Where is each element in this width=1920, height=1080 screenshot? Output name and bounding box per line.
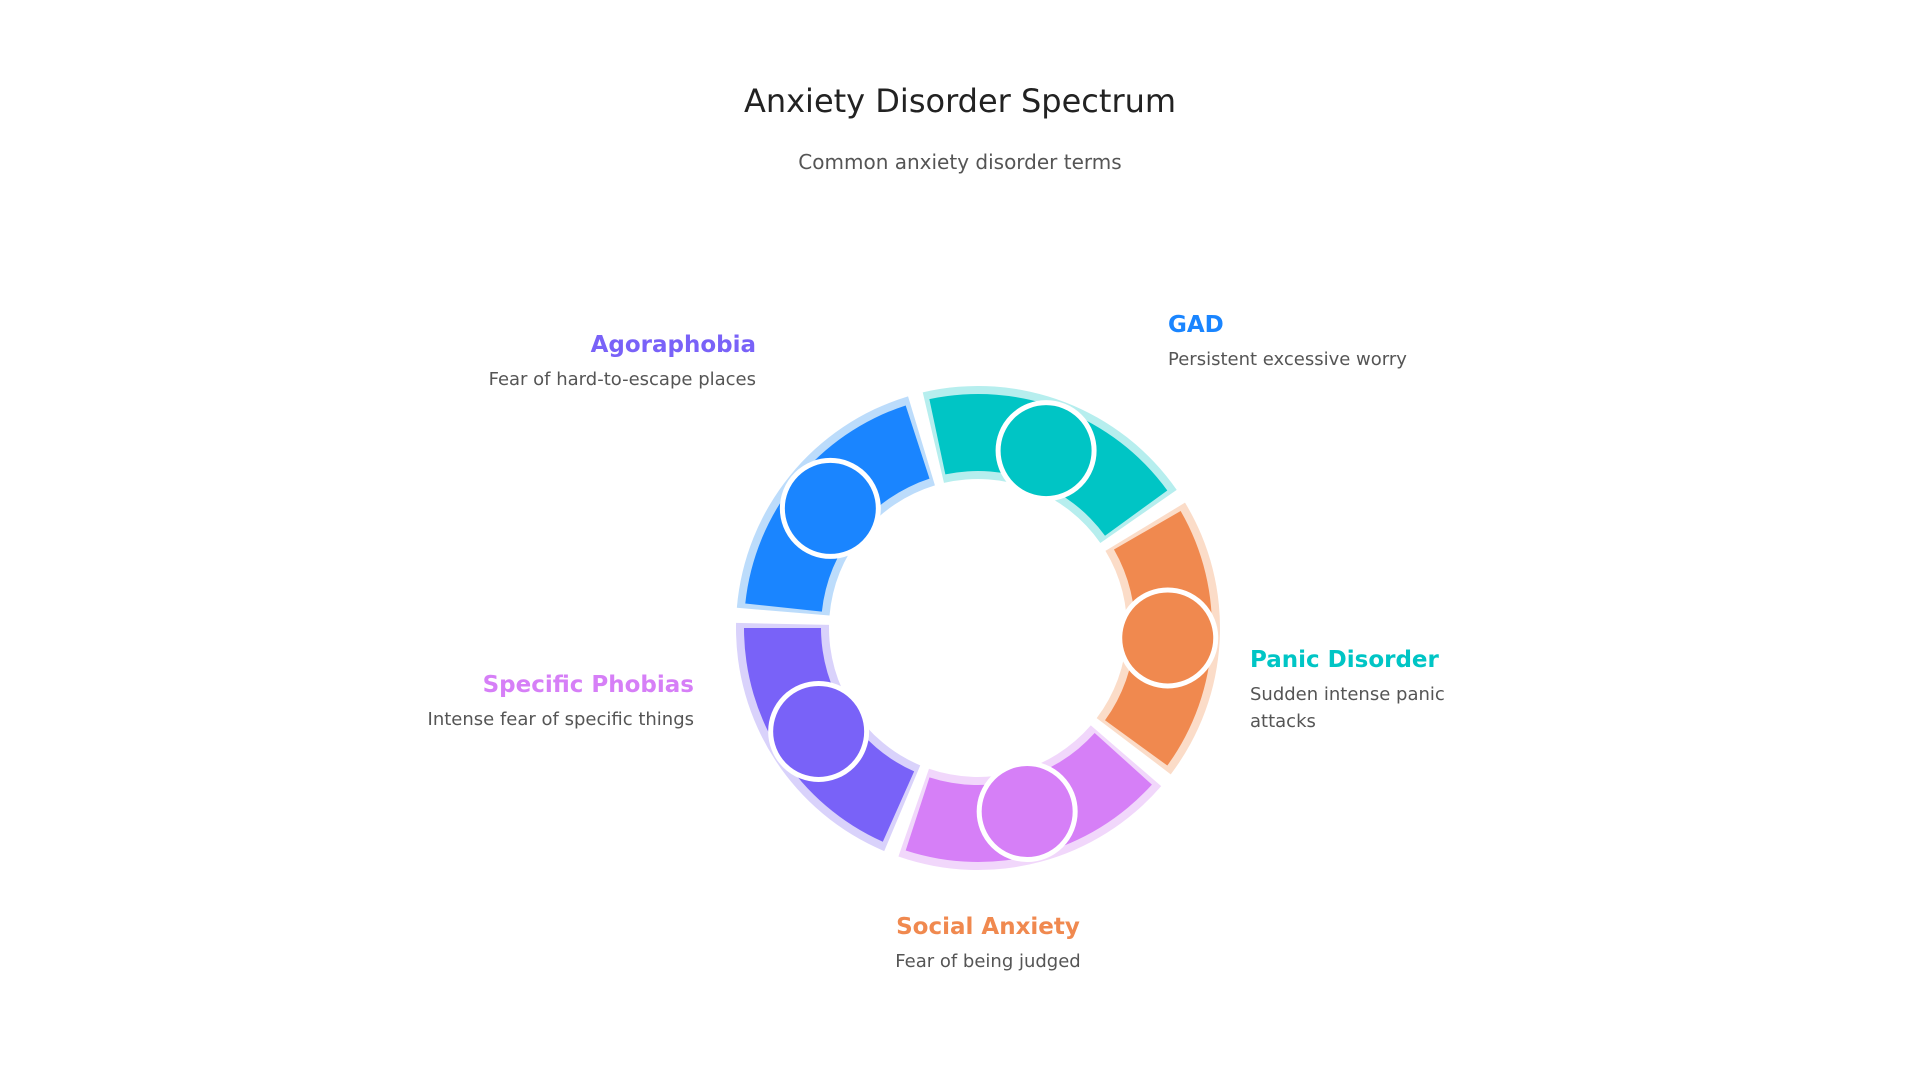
page-subtitle: Common anxiety disorder terms [798,150,1122,174]
label-desc-social-anxiety: Fear of being judged [895,951,1081,972]
label-desc-panic-disorder: Sudden intense panic attacks [1250,684,1445,732]
label-name-panic-disorder: Panic Disorder [1250,647,1439,673]
label-desc-gad: Persistent excessive worry [1168,349,1407,370]
label-specific-phobias: Specific Phobias Intense fear of specifi… [394,670,694,733]
segment-node-gad [779,457,881,559]
page-title: Anxiety Disorder Spectrum [743,82,1177,120]
segment-node-panic-disorder [995,400,1097,502]
label-name-specific-phobias: Specific Phobias [482,672,694,698]
label-panic-disorder: Panic Disorder Sudden intense panic atta… [1250,645,1490,735]
label-desc-specific-phobias: Intense fear of specific things [427,709,694,730]
label-social-anxiety: Social Anxiety Fear of being judged [838,912,1138,975]
label-name-gad: GAD [1168,312,1224,338]
label-agoraphobia: Agoraphobia Fear of hard-to-escape place… [460,330,756,393]
label-desc-agoraphobia: Fear of hard-to-escape places [488,369,756,390]
segment-nodes [768,400,1219,863]
label-name-agoraphobia: Agoraphobia [590,332,756,358]
segment-node-social-anxiety [1117,587,1219,689]
segment-node-agoraphobia [768,680,870,782]
label-gad: GAD Persistent excessive worry [1168,310,1468,373]
label-name-social-anxiety: Social Anxiety [896,914,1080,940]
segment-node-specific-phobias [976,761,1078,863]
